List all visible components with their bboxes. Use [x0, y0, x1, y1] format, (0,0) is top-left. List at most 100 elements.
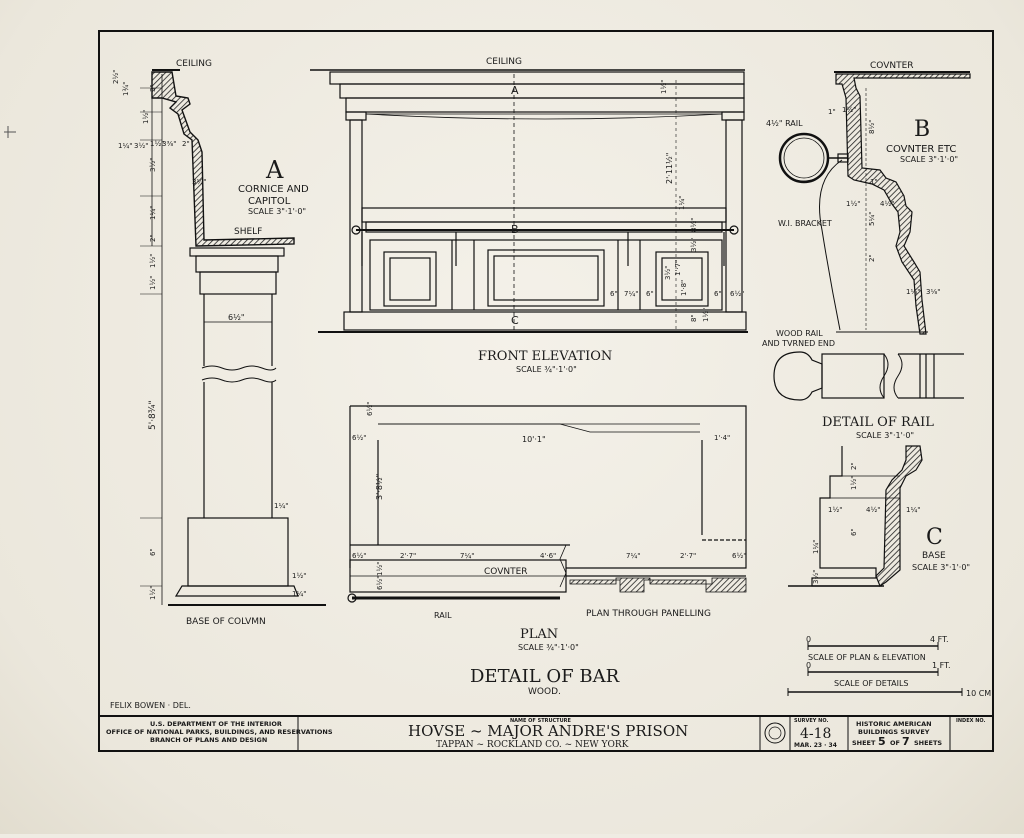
detail-c-scale: SCALE 3"·1'·0": [912, 563, 970, 572]
detail-b-title: COVNTER ETC: [886, 144, 956, 155]
dim-c: 2": [850, 462, 858, 470]
dim-e: 1'·8": [680, 280, 688, 296]
sheet-border: [98, 30, 994, 752]
section-marker-c: C: [511, 314, 519, 327]
dim-e: 2'·11½": [665, 153, 674, 184]
dim-c: 6": [850, 528, 858, 536]
dim-a: 1½": [292, 572, 306, 580]
dim-b: 3⅛": [926, 288, 940, 296]
detail-a-base-label: BASE OF COLVMN: [186, 617, 266, 627]
detail-b-dimensions: 1" 1½" 8½" 1" 1½" 4½" 5¼" 2" 1⅛" 3⅛": [828, 106, 940, 296]
dim-b: 8½": [868, 120, 876, 134]
structure-name: HOVSE ~ MAJOR ANDRE'S PRISON: [408, 722, 688, 740]
dim-a: 1¼": [118, 142, 132, 150]
dim-a: 1½": [149, 586, 157, 600]
rail-end-label-2: AND TVRNED END: [762, 339, 835, 348]
dim-a: 3½": [149, 158, 157, 172]
dim-e: 6": [610, 290, 618, 298]
habs-line-2: BUILDINGS SURVEY: [858, 728, 930, 736]
dim-a: 3⅜": [162, 140, 176, 148]
detail-b-rail-label: 4½" RAIL: [766, 119, 803, 128]
dim-b: 1": [870, 178, 878, 186]
detail-b-counter: [778, 71, 971, 335]
plan-counter-label: COVNTER: [484, 567, 528, 577]
dim-a: 2": [182, 140, 190, 148]
dim-c: 3½": [812, 570, 820, 584]
agency-line-1: U.S. DEPARTMENT OF THE INTERIOR: [150, 720, 282, 728]
dim-b: 5¼": [868, 212, 876, 226]
survey-date: MAR. 23 · 34: [794, 742, 837, 749]
agency-line-2: OFFICE OF NATIONAL PARKS, BUILDINGS, AND…: [106, 728, 333, 736]
dim-a: 6": [149, 548, 157, 556]
section-marker-b: B: [511, 223, 519, 236]
dim-p: 10'·1": [522, 435, 546, 444]
plan-panelling-label: PLAN THROUGH PANELLING: [586, 609, 711, 619]
scale-details-start: 0: [806, 661, 811, 670]
dim-a: 5'·8¾": [148, 400, 158, 430]
dim-b: 2": [868, 254, 876, 262]
sheet-label: SHEET: [852, 739, 876, 747]
dim-a: 1¼": [274, 502, 288, 510]
plan-drawing: [347, 405, 747, 603]
dim-e: 1¼": [678, 196, 686, 210]
dim-p: 1½": [376, 562, 384, 576]
dim-p: 2'·7": [400, 552, 416, 560]
dim-c: 1½": [850, 476, 858, 490]
dim-p: 3'·8½": [375, 474, 384, 500]
detail-c-dimensions: 2" 1½" 1½" 4½" 1¼" 6" 1¼" 3½": [812, 462, 920, 584]
detail-c-base: [788, 445, 923, 587]
detail-a-ceiling-label: CEILING: [176, 59, 212, 69]
dim-a: 1¼": [149, 206, 157, 220]
plan-title: PLAN: [520, 627, 558, 642]
detail-c-title: BASE: [922, 551, 946, 561]
dim-a: 1½": [150, 140, 164, 148]
dim-p: 7¼": [626, 552, 640, 560]
scale-plan-label: SCALE OF PLAN & ELEVATION: [808, 653, 926, 662]
scale-cm-label: 10 CM.: [966, 689, 994, 698]
rail-detail-drawing: [773, 351, 964, 401]
dim-a: 2": [149, 234, 157, 242]
dim-a: 1¼": [292, 590, 306, 598]
dim-p: 6½": [732, 552, 746, 560]
drawing-title: DETAIL OF BAR: [470, 666, 620, 687]
dim-a: 3¼": [192, 178, 206, 186]
title-block-text: U.S. DEPARTMENT OF THE INTERIOR OFFICE O…: [106, 718, 986, 749]
detail-b-scale: SCALE 3"·1'·0": [900, 155, 958, 164]
dim-b: 1": [828, 108, 836, 116]
dim-c: 4½": [866, 506, 880, 514]
dim-b: 1⅛": [906, 288, 920, 296]
dim-e: 3½": [690, 238, 698, 252]
dim-p: 6½": [366, 402, 374, 416]
sheet-total: 7: [902, 735, 910, 748]
agency-line-3: BRANCH OF PLANS AND DESIGN: [150, 736, 267, 744]
survey-caption: SURVEY NO.: [794, 718, 828, 724]
dim-a: 1½": [149, 276, 157, 290]
detail-b-counter-label: COVNTER: [870, 61, 914, 71]
dim-e: 6": [714, 290, 722, 298]
elevation-scale: SCALE ¾"·1'·0": [516, 365, 577, 374]
section-marker-a: A: [511, 84, 519, 97]
dim-e: 1'·7": [674, 260, 682, 276]
detail-b-letter: B: [914, 117, 930, 142]
dim-a: 1½": [142, 110, 150, 124]
detail-b-bracket-label: W.I. BRACKET: [778, 219, 832, 228]
index-caption: INDEX NO.: [956, 718, 986, 724]
structure-location: TAPPAN ~ ROCKLAND CO. ~ NEW YORK: [436, 740, 629, 750]
scale-details-label: SCALE OF DETAILS: [834, 679, 908, 688]
detail-a-shelf-label: SHELF: [234, 227, 262, 237]
dim-a: 2½": [112, 70, 120, 84]
scale-details-end: 1 FT.: [932, 661, 951, 670]
dim-e: 3½": [664, 266, 672, 280]
sheets-label: SHEETS: [914, 739, 942, 747]
dim-e: 1½": [702, 308, 710, 322]
dim-e: 1½": [660, 80, 668, 94]
dim-e: 6": [646, 290, 654, 298]
dim-a: 3½": [134, 142, 148, 150]
delineator: FELIX BOWEN · DEL.: [110, 701, 191, 710]
front-elevation-drawing: [310, 69, 748, 333]
dim-e: 6½": [730, 290, 744, 298]
dim-b: 1½": [846, 200, 860, 208]
dim-b: 4½": [880, 200, 894, 208]
structure-caption: NAME OF STRUCTURE: [510, 718, 572, 724]
elevation-ceiling-label: CEILING: [486, 57, 522, 67]
